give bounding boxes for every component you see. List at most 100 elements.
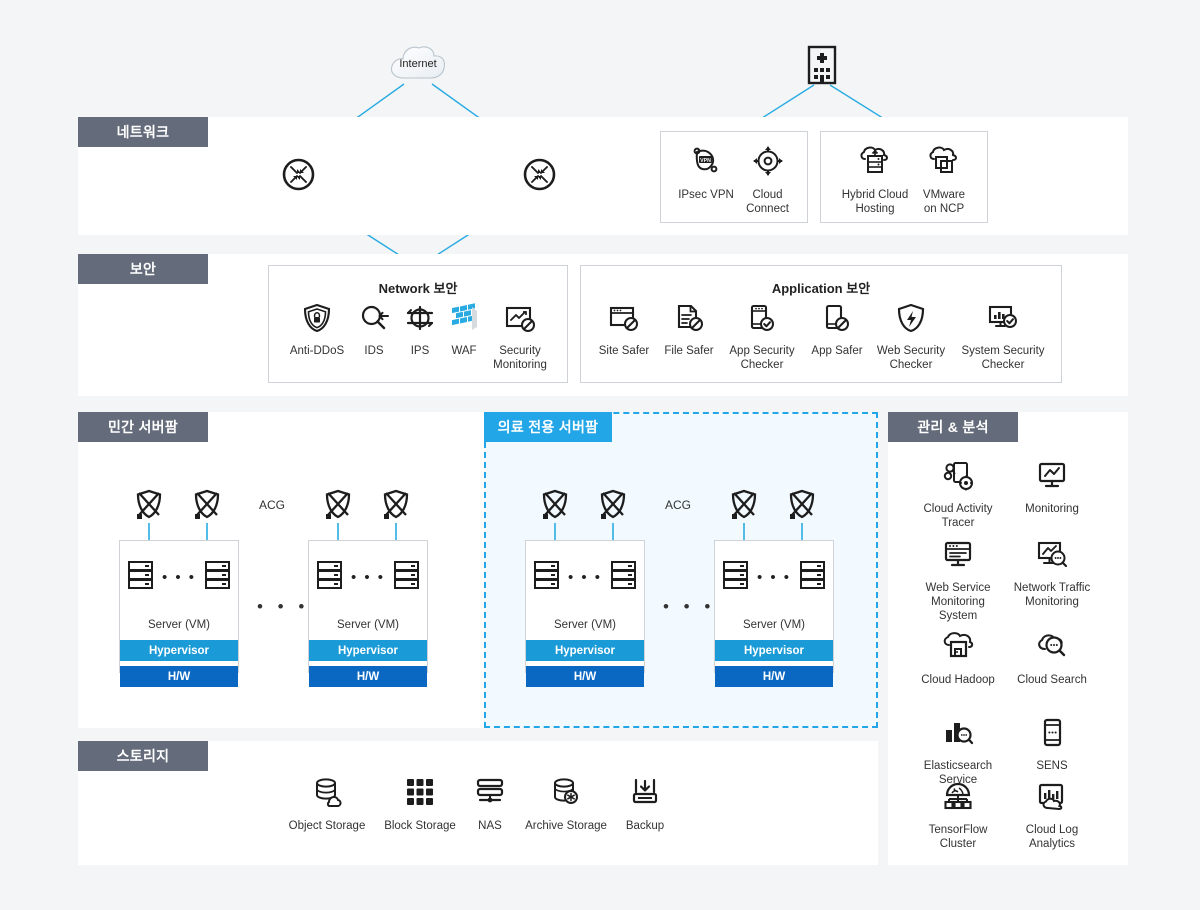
rack-hypervisor-bar: Hypervisor (526, 640, 644, 661)
management-item-network-traffic-monitoring[interactable]: Network Traffic Monitoring (1005, 540, 1099, 609)
management-item-label: SENS (1036, 760, 1068, 772)
security-item-label: IDS (364, 345, 384, 357)
section-label-security-text: 보안 (129, 261, 157, 277)
acg-shield-5 (541, 489, 569, 526)
management-item-monitoring[interactable]: Monitoring (1015, 461, 1089, 516)
shield-bolt-icon (896, 303, 926, 338)
security-item-waf[interactable]: WAF (443, 303, 485, 358)
shield-lock-icon (302, 303, 332, 338)
internet-node: Internet (388, 42, 448, 88)
security-item-app-safer[interactable]: App Safer (806, 303, 868, 358)
cloud-hadoop-icon (942, 632, 974, 667)
server-icon (393, 559, 420, 596)
security-item-ips[interactable]: IPS (400, 303, 440, 358)
rack-hardware-bar: H/W (526, 666, 644, 687)
storage-item-object-storage[interactable]: Object Storage (283, 776, 371, 833)
acg-shield-1 (135, 489, 163, 526)
section-label-storage: 스토리지 (78, 741, 208, 771)
hospital-building-icon (807, 45, 837, 85)
rack-public-1: • • • Server (VM) Hypervisor H/W (119, 540, 239, 687)
cloud-search-icon (1036, 632, 1068, 667)
management-item-cloud-search[interactable]: Cloud Search (1015, 632, 1089, 687)
mobile-check-icon (747, 303, 777, 338)
server-icon (127, 559, 154, 596)
vpn-shield-icon: VPN (689, 145, 723, 182)
rack-servers: • • • (309, 559, 427, 596)
management-item-sens[interactable]: SENS (1022, 718, 1082, 773)
management-item-label: Cloud Activity Tracer (923, 503, 993, 529)
rack-hypervisor-bar: Hypervisor (715, 640, 833, 661)
server-icon (610, 559, 637, 596)
acg-shield-6 (599, 489, 627, 526)
acg-shield-icon (731, 489, 757, 519)
section-label-medical-farm-text: 의료 전용 서버팜 (497, 419, 599, 435)
management-item-cloud-log-analytics[interactable]: Cloud Log Analytics (1012, 782, 1092, 851)
acg-shield-icon (789, 489, 815, 519)
rack-servers: • • • (120, 559, 238, 596)
rack-vm-label: Server (VM) (148, 619, 210, 631)
security-item-security-monitoring[interactable]: Security Monitoring (486, 303, 554, 372)
rack-medical-1: • • • Server (VM) Hypervisor H/W (525, 540, 645, 687)
security-item-label: IPS (410, 345, 430, 357)
acg-shield-icon (136, 489, 162, 519)
server-icon (316, 559, 343, 596)
acg-shield-7 (730, 489, 758, 526)
management-item-label: Web Service Monitoring System (925, 582, 991, 622)
security-item-label: Security Monitoring (493, 345, 547, 371)
acg-shield-icon (542, 489, 568, 519)
management-item-elasticsearch-service[interactable]: Elasticsearch Service (918, 718, 998, 787)
cloud-icon (390, 46, 446, 79)
storage-item-block-storage[interactable]: Block Storage (378, 776, 462, 833)
rack-hardware-bar: H/W (120, 666, 238, 687)
management-item-cloud-hadoop[interactable]: Cloud Hadoop (918, 632, 998, 687)
network-item-label: IPsec VPN (678, 189, 734, 201)
security-item-label: File Safer (664, 345, 714, 357)
internet-label: Internet (399, 58, 437, 70)
rack-hypervisor-bar: Hypervisor (309, 640, 427, 661)
application-security-box: Application 보안 (580, 265, 1062, 383)
backup-icon (629, 776, 661, 813)
network-item-hybrid-cloud-hosting[interactable]: Hybrid Cloud Hosting (836, 145, 914, 216)
storage-item-backup[interactable]: Backup (615, 776, 675, 833)
security-item-system-security-checker[interactable]: System Security Checker (955, 303, 1051, 372)
management-item-web-service-monitoring[interactable]: Web Service Monitoring System (918, 540, 998, 623)
network-item-label: VMware on NCP (922, 189, 966, 215)
network-item-vmware-on-ncp[interactable]: VMware on NCP (915, 145, 973, 216)
management-item-cloud-activity-tracer[interactable]: Cloud Activity Tracer (918, 461, 998, 530)
security-item-web-security-checker[interactable]: Web Security Checker (872, 303, 950, 372)
network-item-ipsec-vpn[interactable]: VPN IPsec VPN (675, 145, 737, 202)
network-item-label: Cloud Connect (746, 189, 789, 215)
management-item-label: Cloud Search (1017, 674, 1087, 686)
network-item-cloud-connect[interactable]: Cloud Connect (740, 145, 795, 216)
storage-item-archive-storage[interactable]: Archive Storage (518, 776, 614, 833)
security-item-ids[interactable]: IDS (352, 303, 396, 358)
security-item-app-security-checker[interactable]: App Security Checker (722, 303, 802, 372)
server-icon (722, 559, 749, 596)
rack-vm-label: Server (VM) (554, 619, 616, 631)
firewall-brick-icon (448, 303, 480, 338)
rack-inner-ellipsis: • • • (161, 569, 197, 586)
storage-item-nas[interactable]: NAS (468, 776, 512, 833)
rack-vm-label: Server (VM) (743, 619, 805, 631)
management-item-label: Cloud Hadoop (921, 674, 995, 686)
security-item-label: WAF (451, 345, 477, 357)
browser-block-icon (608, 303, 640, 338)
storage-item-label: Object Storage (288, 820, 366, 832)
storage-panel (78, 741, 878, 865)
cloud-activity-tracer-icon (942, 461, 974, 496)
rack-hardware-bar: H/W (309, 666, 427, 687)
security-item-anti-ddos[interactable]: Anti-DDoS (286, 303, 348, 358)
monitoring-icon (1036, 461, 1068, 496)
acg-shield-3 (324, 489, 352, 526)
management-item-tensorflow-cluster[interactable]: TensorFlow Cluster (918, 782, 998, 851)
server-icon (799, 559, 826, 596)
hospital-node (806, 44, 838, 86)
management-item-label: TensorFlow Cluster (928, 824, 988, 850)
security-item-file-safer[interactable]: File Safer (660, 303, 718, 358)
storage-item-label: Archive Storage (525, 820, 607, 832)
security-item-label: Web Security Checker (876, 345, 946, 371)
security-item-site-safer[interactable]: Site Safer (592, 303, 656, 358)
router-left (282, 158, 315, 196)
security-item-label: System Security Checker (961, 345, 1045, 371)
block-storage-icon (404, 776, 436, 813)
